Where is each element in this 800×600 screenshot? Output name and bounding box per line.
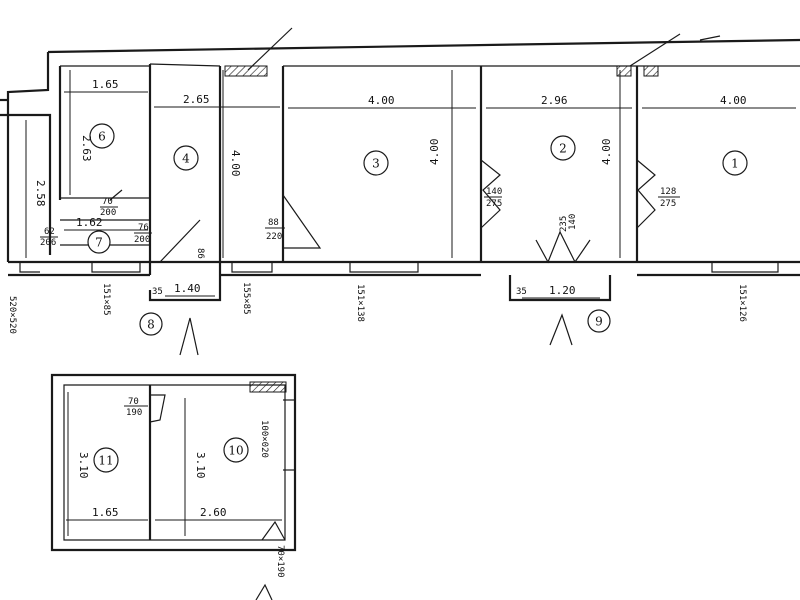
room-numbers: 1 2 3 4 6 7 8 9 10 11 <box>87 123 748 473</box>
window-r3: 151×138 <box>355 284 365 322</box>
dim-r11-width: 1.65 <box>92 506 119 519</box>
dim-r4-width: 2.65 <box>183 93 210 106</box>
room-number-7: 7 <box>95 236 103 250</box>
door-r10-top: 70 <box>128 397 139 407</box>
flue-hatch <box>224 65 268 77</box>
window-r1: 151×126 <box>737 284 747 322</box>
dim-left-height: 2.58 <box>34 180 47 207</box>
upper-block-walls <box>0 38 800 302</box>
opening-labels: 140 275 128 275 88 220 62 206 76 200 70 … <box>7 187 747 578</box>
sill-r9: 35 <box>516 287 527 297</box>
dimension-lines <box>25 70 796 299</box>
entry-arrow <box>255 583 273 600</box>
room-number-1: 1 <box>731 157 739 171</box>
door-r3-top: 140 <box>486 187 502 197</box>
dim-r11-height: 3.10 <box>77 452 90 479</box>
lower-block-walls <box>50 373 297 552</box>
room-number-8: 8 <box>147 318 155 332</box>
dim-r4-height: 4.00 <box>229 150 242 177</box>
door-r4-top: 88 <box>268 218 279 228</box>
door-r1-top: 128 <box>660 187 676 197</box>
lower-dimension-lines <box>66 392 282 536</box>
dim-r7-width: 1.62 <box>76 216 103 229</box>
door-r3-bot: 275 <box>486 199 502 209</box>
window-r10: 100×020 <box>259 420 269 458</box>
dim-r2-height: 4.00 <box>600 139 613 166</box>
door-r4-bot: 220 <box>266 232 282 242</box>
entry-arrow <box>179 317 199 356</box>
entry-arrow <box>549 313 573 346</box>
window-r4: 155×85 <box>241 282 251 315</box>
dim-r1-width: 4.00 <box>720 94 747 107</box>
dim-r9-width: 1.20 <box>549 284 576 297</box>
room-number-10: 10 <box>228 444 243 458</box>
room-number-2: 2 <box>559 142 567 156</box>
door-r10-bot: 190 <box>126 408 142 418</box>
dim-r3-height: 4.00 <box>428 139 441 166</box>
flue-hatch <box>249 381 287 393</box>
sill-r8: 35 <box>152 287 163 297</box>
leader-line <box>247 27 293 71</box>
door-r10-ext: 70×190 <box>275 545 285 578</box>
door-r6-top: 70 <box>102 197 113 207</box>
dim-r3-width: 4.00 <box>368 94 395 107</box>
room-number-6: 6 <box>98 130 106 144</box>
door-r1-bot: 275 <box>660 199 676 209</box>
dim-r10-width: 2.60 <box>200 506 227 519</box>
dim-r8-width: 1.40 <box>174 282 201 295</box>
dim-r2-width: 2.96 <box>541 94 568 107</box>
dim-r10-height: 3.10 <box>194 452 207 479</box>
door-r7a-bot: 206 <box>40 238 56 248</box>
window-left: 520×520 <box>7 296 17 334</box>
flue-hatch <box>616 65 632 77</box>
flue-hatch <box>643 65 659 77</box>
leader-line <box>699 35 721 41</box>
door-r9-top: 140 <box>568 214 578 230</box>
door-r8: 86 <box>195 248 205 259</box>
door-r9-bot: 235 <box>559 216 569 232</box>
room-number-9: 9 <box>595 315 603 329</box>
door-swings <box>109 159 656 264</box>
window-r7: 151×85 <box>101 283 111 316</box>
windows <box>19 262 779 273</box>
door-r7b-bot: 200 <box>134 235 150 245</box>
room-number-11: 11 <box>98 454 113 468</box>
room-number-4: 4 <box>182 152 190 166</box>
dim-r6-height: 2.63 <box>80 135 93 162</box>
leader-line <box>629 33 681 67</box>
door-r7b-top: 76 <box>138 223 149 233</box>
door-r6-bot: 200 <box>100 208 116 218</box>
dim-r6-width: 1.65 <box>92 78 119 91</box>
room-number-3: 3 <box>372 157 380 171</box>
dimension-labels: 1.65 2.65 4.00 2.96 4.00 1.62 1.40 1.20 … <box>34 78 747 519</box>
door-r7a-top: 62 <box>44 227 55 237</box>
